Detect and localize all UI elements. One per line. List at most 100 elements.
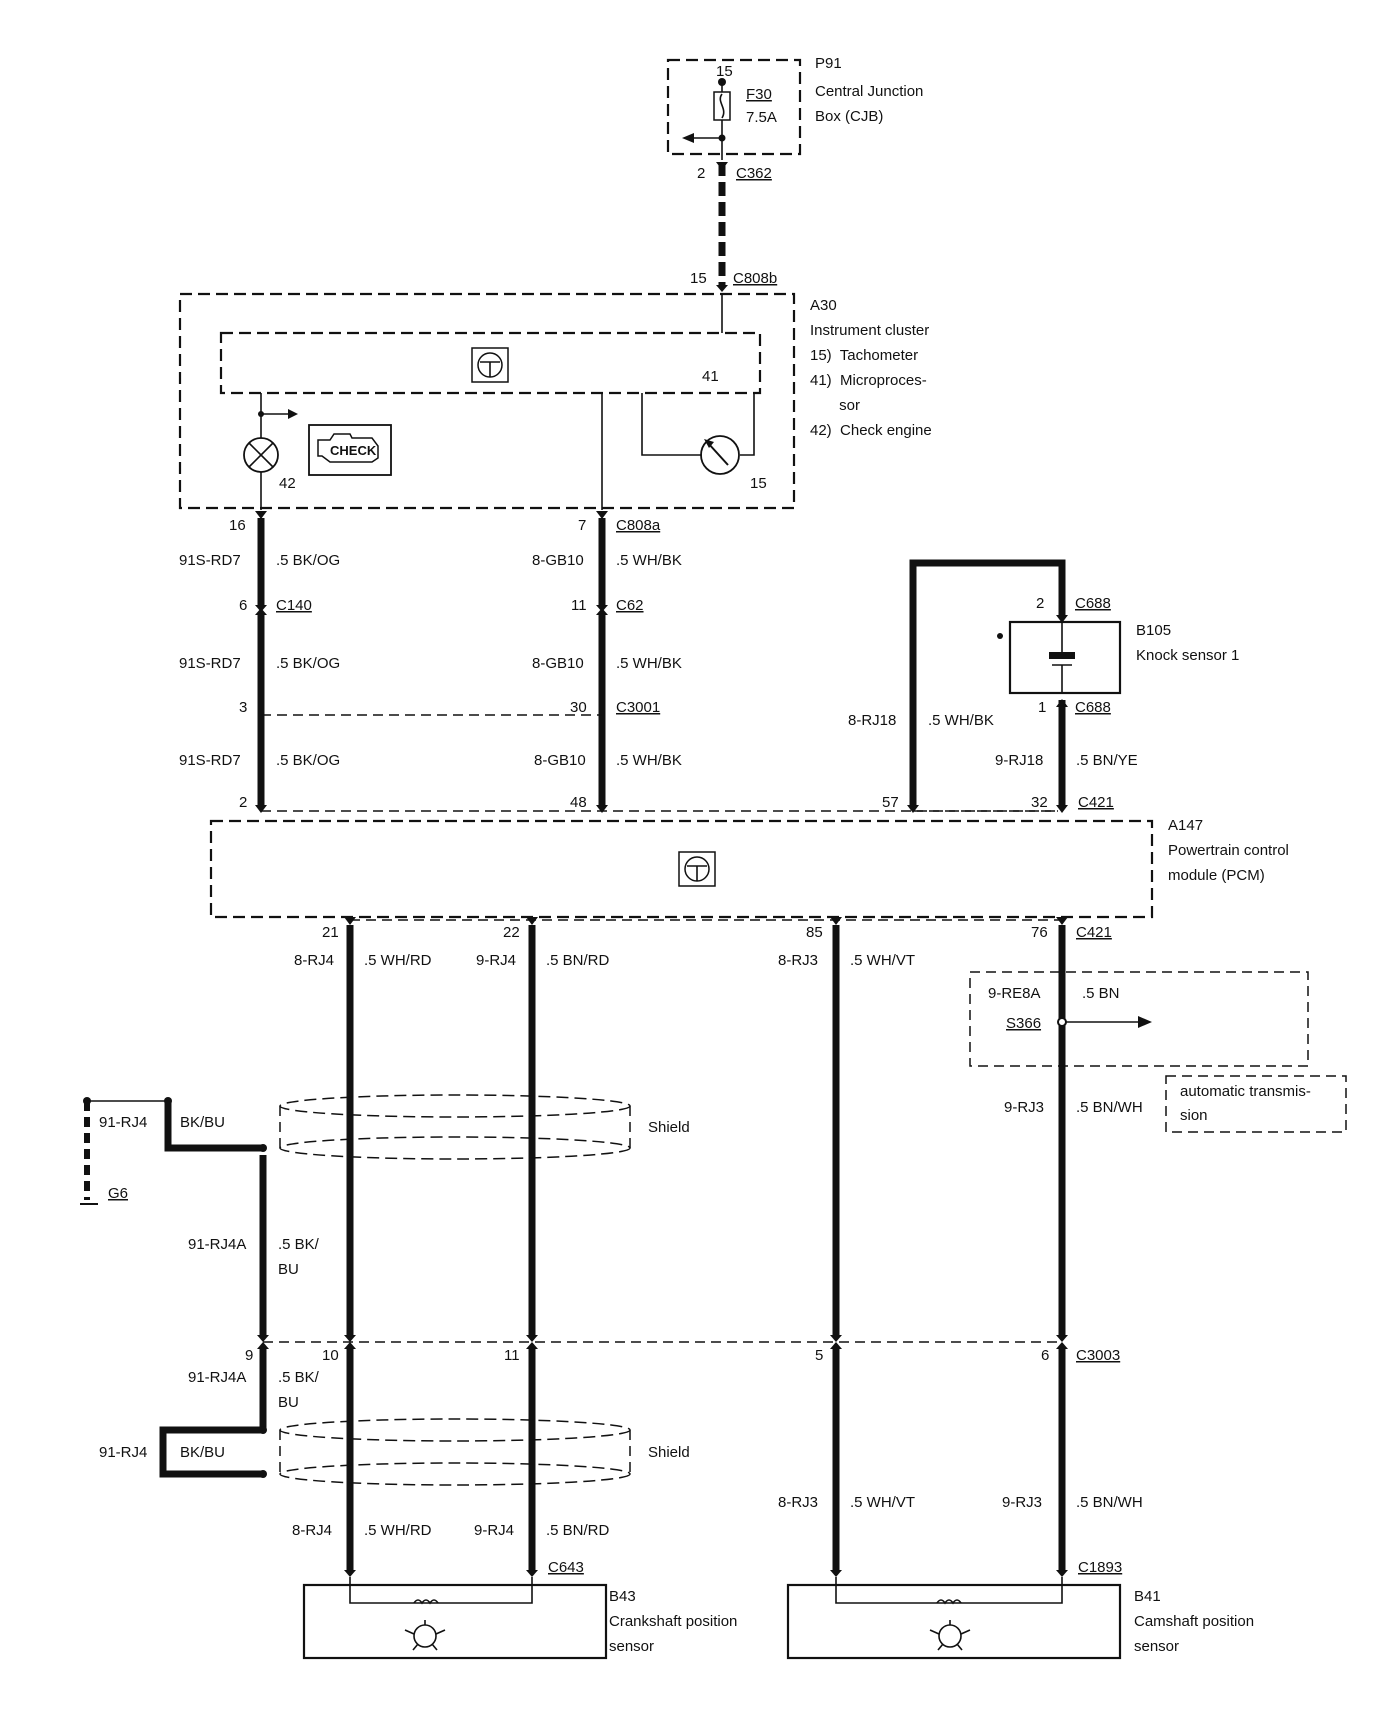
- pin-9: 9: [245, 1347, 253, 1364]
- circuit-8-gb10-c: 8-GB10: [534, 752, 586, 769]
- color-bn-ye: .5 BN/YE: [1076, 752, 1138, 769]
- cluster-item-4: 42) Check engine: [810, 422, 932, 439]
- connector-c643: C643: [548, 1559, 584, 1576]
- connector-c3003-line: [257, 1335, 1068, 1349]
- color-bk-bu-b2: BU: [278, 1261, 299, 1278]
- check-text: CHECK: [330, 443, 377, 458]
- pin-22: 22: [503, 924, 520, 941]
- circuit-9-rj4-a: 9-RJ4: [476, 952, 516, 969]
- color-bn: .5 BN: [1082, 985, 1120, 1002]
- cluster-label-15: 15: [750, 475, 767, 492]
- color-wh-bk-c: .5 WH/BK: [616, 752, 682, 769]
- connector-c3003: C3003: [1076, 1347, 1120, 1364]
- cluster-in-pin: 15: [690, 270, 707, 287]
- color-bk-bu-a: BK/BU: [180, 1114, 225, 1131]
- pin-7: 7: [578, 517, 586, 534]
- crank-name-1: Crankshaft position: [609, 1613, 737, 1630]
- pin-10: 10: [322, 1347, 339, 1364]
- connector-c421-a: C421: [1078, 794, 1114, 811]
- pin-5: 5: [815, 1347, 823, 1364]
- circuit-91-rj4-a: 91-RJ4: [99, 1114, 147, 1131]
- connector-c688-a: C688: [1075, 595, 1111, 612]
- cam-name-1: Camshaft position: [1134, 1613, 1254, 1630]
- color-wh-rd-b: .5 WH/RD: [364, 1522, 432, 1539]
- pin-57: 57: [882, 794, 899, 811]
- knock-name: Knock sensor 1: [1136, 647, 1239, 664]
- connector-c140: C140: [276, 597, 312, 614]
- color-bn-rd-a: .5 BN/RD: [546, 952, 610, 969]
- cjb-out-pin: 2: [697, 165, 705, 182]
- pin-6b: 6: [1041, 1347, 1049, 1364]
- circuit-8-rj18: 8-RJ18: [848, 712, 896, 729]
- color-wh-vt-a: .5 WH/VT: [850, 952, 915, 969]
- circuit-8-rj4-b: 8-RJ4: [292, 1522, 332, 1539]
- ground-g6: G6: [108, 1185, 128, 1202]
- pin-11b: 11: [504, 1347, 520, 1364]
- circuit-91-rj4a-a: 91-RJ4A: [188, 1236, 246, 1253]
- crank-name-2: sensor: [609, 1638, 654, 1655]
- crank-id: B43: [609, 1588, 636, 1605]
- circuit-91-rj4-b: 91-RJ4: [99, 1444, 147, 1461]
- circuit-91-rj4a-b: 91-RJ4A: [188, 1369, 246, 1386]
- color-bn-wh-a: .5 BN/WH: [1076, 1099, 1143, 1116]
- knock-id: B105: [1136, 622, 1171, 639]
- circuit-8-rj4-a: 8-RJ4: [294, 952, 334, 969]
- pin-3: 3: [239, 699, 247, 716]
- circuit-91s-rd7-c: 91S-RD7: [179, 752, 241, 769]
- upper-wires: [255, 511, 1058, 813]
- color-wh-vt-b: .5 WH/VT: [850, 1494, 915, 1511]
- crankshaft-sensor: [302, 1577, 608, 1660]
- connector-c688-b: C688: [1075, 699, 1111, 716]
- central-junction-box: [666, 58, 802, 160]
- lower-wires: [344, 917, 1347, 1335]
- color-bk-og-a: .5 BK/OG: [276, 552, 340, 569]
- color-bk-og-b: .5 BK/OG: [276, 655, 340, 672]
- circuit-9-rj3-a: 9-RJ3: [1004, 1099, 1044, 1116]
- pin-76: 76: [1031, 924, 1048, 941]
- cam-name-2: sensor: [1134, 1638, 1179, 1655]
- cjb-name-1: Central Junction: [815, 83, 923, 100]
- pcm-name-1: Powertrain control: [1168, 842, 1289, 859]
- pin-11: 11: [571, 597, 587, 614]
- knock-pin-2: 2: [1036, 595, 1044, 612]
- trans-note-2: sion: [1180, 1107, 1208, 1124]
- shield-label-2: Shield: [648, 1444, 690, 1461]
- cam-gear-icon: [929, 1620, 971, 1651]
- connector-c362: C362: [736, 165, 772, 182]
- pin-85: 85: [806, 924, 823, 941]
- circuit-8-gb10-b: 8-GB10: [532, 655, 584, 672]
- microprocessor-icon: [471, 347, 509, 383]
- cluster-id: A30: [810, 297, 837, 314]
- pcm-name-2: module (PCM): [1168, 867, 1265, 884]
- instrument-cluster: CHECK: [178, 292, 796, 510]
- pin-48: 48: [570, 794, 587, 811]
- connector-c3001: C3001: [616, 699, 660, 716]
- circuit-9-re8a: 9-RE8A: [988, 985, 1041, 1002]
- circuit-8-rj3-a: 8-RJ3: [778, 952, 818, 969]
- color-wh-bk-d: .5 WH/BK: [928, 712, 994, 729]
- color-wh-bk-b: .5 WH/BK: [616, 655, 682, 672]
- circuit-9-rj3-b: 9-RJ3: [1002, 1494, 1042, 1511]
- circuit-8-rj3-b: 8-RJ3: [778, 1494, 818, 1511]
- color-wh-bk-a: .5 WH/BK: [616, 552, 682, 569]
- pin-6: 6: [239, 597, 247, 614]
- trans-note-1: automatic transmis-: [1180, 1083, 1311, 1100]
- cluster-name: Instrument cluster: [810, 322, 929, 339]
- cam-id: B41: [1134, 1588, 1161, 1605]
- connector-c808b: C808b: [733, 270, 777, 287]
- connector-c1893: C1893: [1078, 1559, 1122, 1576]
- cjb-id: P91: [815, 55, 842, 72]
- color-bn-rd-b: .5 BN/RD: [546, 1522, 610, 1539]
- fuse-rating: 7.5A: [746, 109, 777, 126]
- knock-pin-1: 1: [1038, 699, 1046, 716]
- connector-c808a: C808a: [616, 517, 661, 534]
- cluster-item-3: sor: [810, 397, 860, 414]
- circuit-91s-rd7-b: 91S-RD7: [179, 655, 241, 672]
- color-bk-og-c: .5 BK/OG: [276, 752, 340, 769]
- cjb-pin-15: 15: [716, 63, 733, 80]
- circuit-8-gb10-a: 8-GB10: [532, 552, 584, 569]
- shield-label-1: Shield: [648, 1119, 690, 1136]
- camshaft-sensor: [786, 1577, 1122, 1660]
- color-bk-bu-c2: BU: [278, 1394, 299, 1411]
